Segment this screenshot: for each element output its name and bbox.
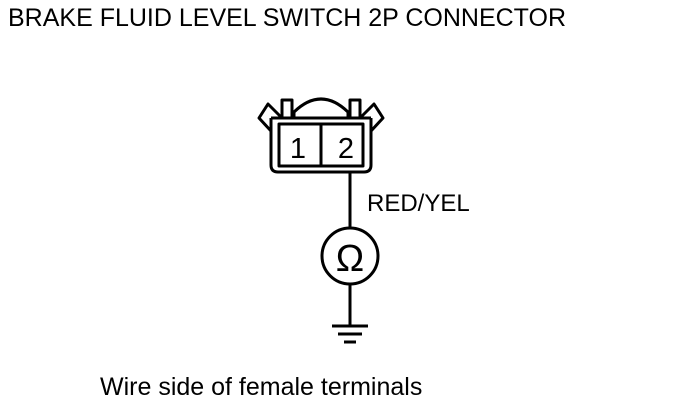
wire-color-label: RED/YEL (367, 190, 470, 217)
ground-icon (332, 324, 368, 344)
ohmmeter-icon: Ω (320, 226, 380, 286)
connector-lock-tab (292, 97, 350, 118)
diagram-title: BRAKE FLUID LEVEL SWITCH 2P CONNECTOR (8, 4, 566, 32)
terminal-2-label: 2 (338, 133, 354, 165)
connector-left-ear (257, 102, 284, 133)
connector-right-ear (358, 102, 385, 133)
meter-symbol: Ω (336, 238, 364, 280)
diagram-caption: Wire side of female terminals (100, 373, 423, 401)
terminal-1-label: 1 (290, 133, 306, 165)
connector-2p (257, 97, 385, 174)
connector-body (269, 118, 373, 174)
